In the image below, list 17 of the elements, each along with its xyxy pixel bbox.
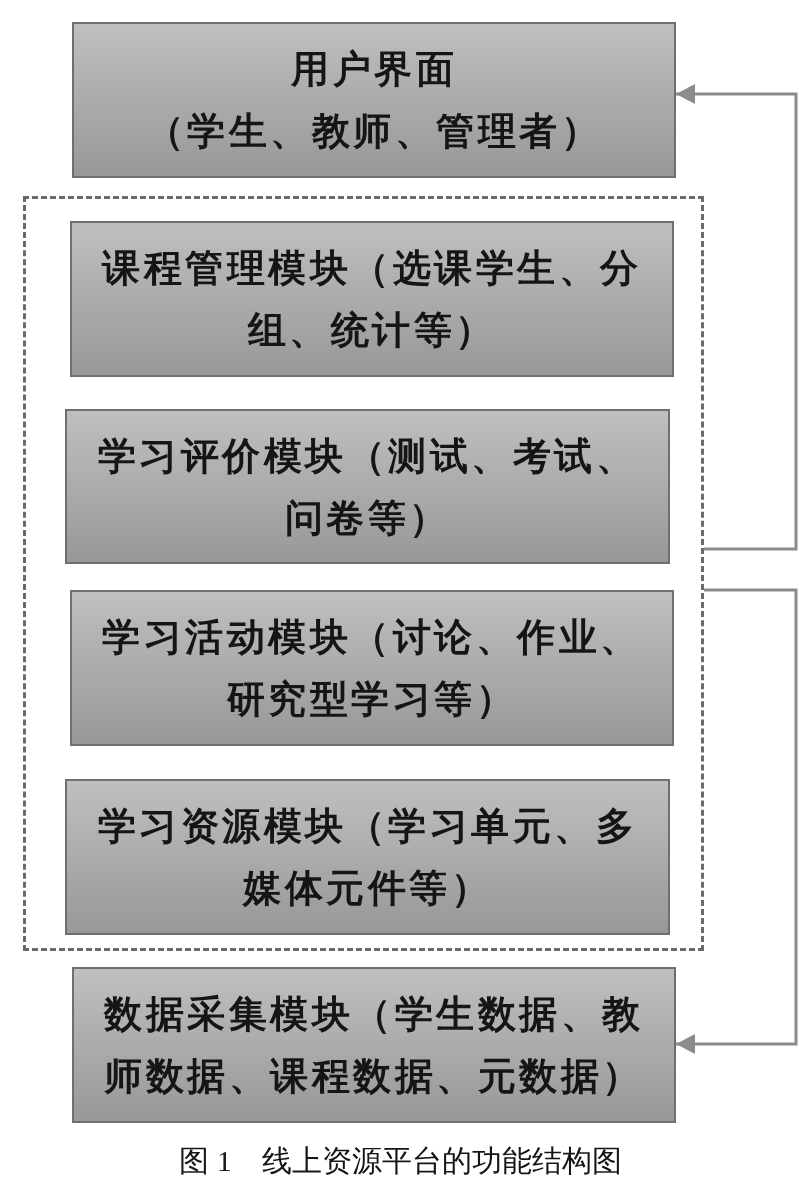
module-label: 学习评价模块（测试、考试、问卷等） [96,433,639,541]
module-subtitle: （学生、教师、管理者） [145,109,603,154]
module-title: 用户界面 [291,47,457,92]
module-box [72,22,676,178]
module-box [72,967,676,1123]
figure-caption: 图 1 线上资源平台的功能结构图 [179,1144,622,1177]
module-label: 课程管理模块（选课学生、分组、统计等） [100,246,643,353]
module-box [65,779,670,935]
dashed-frame [23,196,704,951]
module-box [70,590,674,746]
module-box [65,409,670,564]
module-label: 学习活动模块（讨论、作业、研究型学习等） [101,615,643,722]
connector-arrow [676,84,798,551]
module-label: 数据采集模块（学生数据、教师数据、课程数据、元数据） [102,992,645,1099]
module-box [70,221,674,377]
connector-arrow [676,588,798,1054]
module-label: 学习资源模块（学习单元、多媒体元件等） [96,804,639,911]
